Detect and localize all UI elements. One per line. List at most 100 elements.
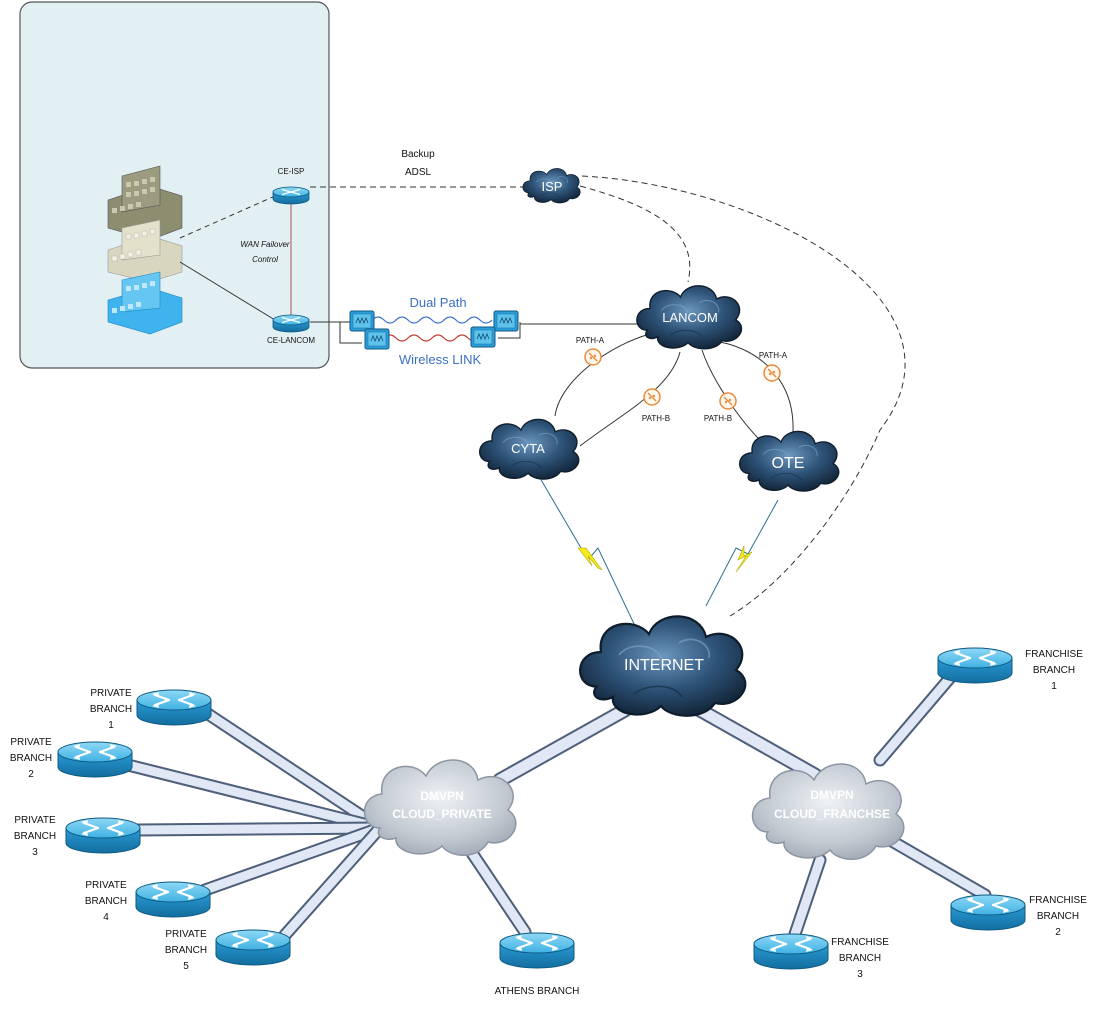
link-radio-bracket-left xyxy=(339,322,362,344)
svg-text:BRANCH: BRANCH xyxy=(165,945,207,956)
ote-cloud-label: OTE xyxy=(772,455,805,472)
svg-text:PRIVATE: PRIVATE xyxy=(90,688,132,699)
dmvpn-franchise-label-2: CLOUD_FRANCHSE xyxy=(774,807,890,821)
tube-private-branch-5 xyxy=(278,821,387,942)
svg-text:5: 5 xyxy=(183,961,189,972)
svg-text:BRANCH: BRANCH xyxy=(10,753,52,764)
radio-icon-left-2 xyxy=(364,328,390,350)
link-isp-lancom xyxy=(579,185,691,283)
svg-text:PRIVATE: PRIVATE xyxy=(165,929,207,940)
label-private-branch-1: PRIVATE BRANCH 1 xyxy=(90,688,132,731)
tube-franchise-branch-3 xyxy=(788,853,827,941)
label-private-branch-4: PRIVATE BRANCH 4 xyxy=(85,880,127,923)
svg-text:BRANCH: BRANCH xyxy=(14,831,56,842)
svg-text:PRIVATE: PRIVATE xyxy=(10,737,52,748)
path-b-label-left: PATH-B xyxy=(642,414,670,423)
svg-text:BRANCH: BRANCH xyxy=(1033,665,1075,676)
label-franchise-branch-2: FRANCHISE BRANCH 2 xyxy=(1029,895,1087,938)
dmvpn-private-label-1: DMVPN xyxy=(420,789,463,803)
adsl-label: ADSL xyxy=(405,167,432,178)
wan-failover-label-2: Control xyxy=(252,255,278,264)
label-franchise-branch-3: FRANCHISE BRANCH 3 xyxy=(831,937,889,980)
cyta-cloud-label: CYTA xyxy=(511,441,545,456)
svg-text:FRANCHISE: FRANCHISE xyxy=(1025,649,1083,660)
radio-icon-left-1 xyxy=(349,310,375,332)
router-icon-franchise-3 xyxy=(752,932,830,971)
svg-text:2: 2 xyxy=(28,769,34,780)
building-icon-blue xyxy=(107,271,183,335)
path-b-marker-left xyxy=(643,388,661,406)
link-cyta-internet xyxy=(539,477,637,629)
svg-text:3: 3 xyxy=(32,847,38,858)
tubes-franchise-branches xyxy=(788,665,992,941)
ce-isp-router-icon xyxy=(272,186,310,205)
router-icon-franchise-1 xyxy=(936,646,1014,685)
tube-private-branch-3 xyxy=(131,821,387,837)
router-icon-private-3 xyxy=(64,816,142,855)
internet-cloud-label: INTERNET xyxy=(624,657,704,674)
svg-text:BRANCH: BRANCH xyxy=(85,896,127,907)
link-lancom-cyta-path-a xyxy=(554,333,651,417)
tube-athens-branch xyxy=(463,843,532,939)
tube-private-branch-2 xyxy=(121,758,387,835)
label-private-branch-5: PRIVATE BRANCH 5 xyxy=(165,929,207,972)
tube-internet-dmvpn-franchise xyxy=(692,702,823,783)
svg-text:3: 3 xyxy=(857,969,863,980)
path-b-marker-right xyxy=(719,392,737,410)
wan-failover-label-1: WAN Failover xyxy=(240,240,290,249)
radio-icon-right-1 xyxy=(493,310,519,332)
label-franchise-branch-1: FRANCHISE BRANCH 1 xyxy=(1025,649,1083,692)
link-isp-internet xyxy=(581,175,906,617)
link-building-ce-lancom xyxy=(179,261,276,321)
link-radio-bracket-right xyxy=(498,322,521,339)
lightning-bolt-ote xyxy=(735,545,753,573)
svg-text:1: 1 xyxy=(1051,681,1057,692)
router-icon-franchise-2 xyxy=(949,893,1027,932)
svg-text:1: 1 xyxy=(108,720,114,731)
building-icon-dark xyxy=(107,165,183,241)
router-icon-private-2 xyxy=(56,740,134,779)
dmvpn-private-label-2: CLOUD_PRIVATE xyxy=(392,807,492,821)
svg-text:FRANCHISE: FRANCHISE xyxy=(831,937,889,948)
path-b-label-right: PATH-B xyxy=(704,414,732,423)
isp-cloud-label: ISP xyxy=(542,179,563,194)
label-athens-branch: ATHENS BRANCH xyxy=(495,986,580,997)
svg-text:FRANCHISE: FRANCHISE xyxy=(1029,895,1087,906)
router-icon-private-5 xyxy=(214,928,292,967)
site-box xyxy=(19,1,330,369)
ce-lancom-router-icon xyxy=(272,314,310,333)
tube-franchise-branch-1 xyxy=(873,665,962,767)
svg-text:PRIVATE: PRIVATE xyxy=(85,880,127,891)
svg-text:BRANCH: BRANCH xyxy=(1037,911,1079,922)
ce-lancom-label: CE-LANCOM xyxy=(267,336,315,345)
router-icon-private-1 xyxy=(135,688,213,727)
svg-text:BRANCH: BRANCH xyxy=(839,953,881,964)
tube-internet-dmvpn-private xyxy=(492,702,633,788)
tubes-private-branches xyxy=(121,705,532,942)
wireless-link-label: Wireless LINK xyxy=(399,352,482,367)
label-private-branch-2: PRIVATE BRANCH 2 xyxy=(10,737,52,780)
tube-private-branch-4 xyxy=(198,821,387,897)
path-a-marker-left xyxy=(584,348,602,366)
dual-path-label: Dual Path xyxy=(409,295,466,310)
tube-private-branch-1 xyxy=(198,705,387,835)
link-lancom-cyta-path-b xyxy=(579,351,681,447)
wireless-wave-red xyxy=(383,334,481,342)
dmvpn-franchise-label-1: DMVPN xyxy=(810,788,853,802)
lancom-cloud-label: LANCOM xyxy=(662,310,718,325)
wireless-wave-blue xyxy=(371,316,493,324)
radio-icon-right-2 xyxy=(470,326,496,348)
building-icon-light xyxy=(107,219,183,283)
router-icon-athens xyxy=(498,931,576,970)
svg-text:PRIVATE: PRIVATE xyxy=(14,815,56,826)
path-a-marker-right xyxy=(763,364,781,382)
svg-text:4: 4 xyxy=(103,912,109,923)
path-a-label-left: PATH-A xyxy=(576,336,605,345)
backup-label: Backup xyxy=(401,149,435,160)
router-icon-private-4 xyxy=(134,880,212,919)
lightning-bolt-cyta xyxy=(577,547,603,571)
label-private-branch-3: PRIVATE BRANCH 3 xyxy=(14,815,56,858)
ce-isp-label: CE-ISP xyxy=(278,167,305,176)
svg-text:2: 2 xyxy=(1055,927,1061,938)
